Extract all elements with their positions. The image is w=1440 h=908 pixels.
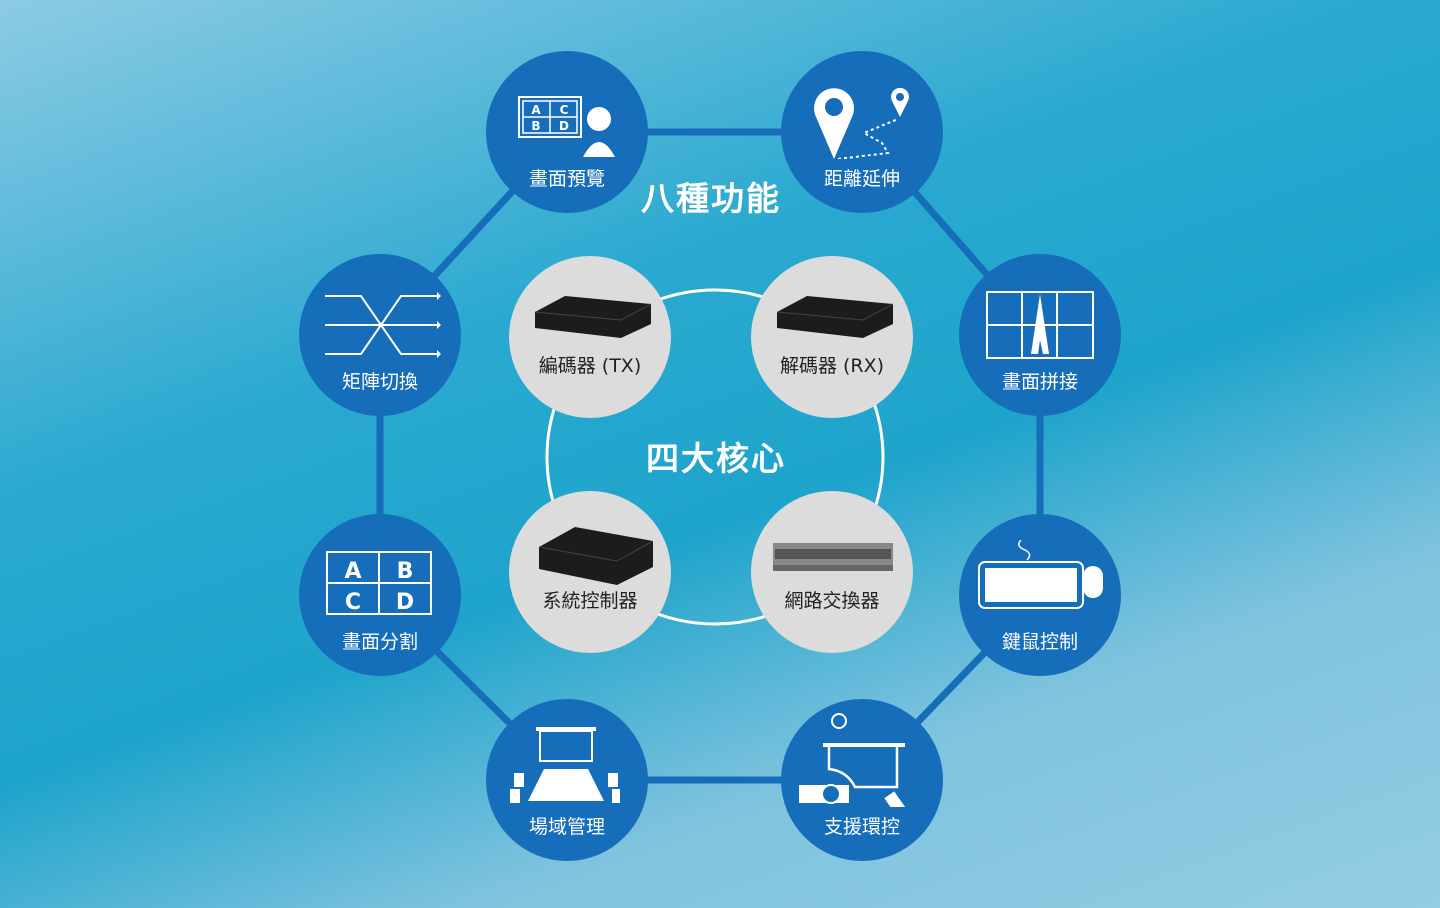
- feature-label: 畫面預覽: [528, 168, 605, 190]
- feature-label: 支援環控: [823, 816, 900, 838]
- core-ring: [545, 288, 885, 626]
- core-encoder: 編碼器 (TX): [509, 256, 671, 418]
- core-label: 系統控制器: [542, 590, 638, 612]
- svg-text:C: C: [345, 590, 361, 615]
- projector-control-icon: [799, 713, 907, 807]
- feature-label: 距離延伸: [823, 168, 900, 190]
- svg-text:B: B: [397, 559, 414, 584]
- svg-text:D: D: [396, 590, 414, 615]
- svg-text:B: B: [531, 119, 540, 133]
- feature-kvm: 鍵鼠控制: [959, 514, 1121, 676]
- feature-venue-management: 場域管理: [486, 699, 648, 861]
- decoder-device-icon: [776, 296, 894, 338]
- core-label: 網路交換器: [784, 590, 880, 612]
- core-label: 編碼器 (TX): [538, 355, 642, 377]
- feature-split-screen: A B C D 畫面分割: [299, 514, 461, 676]
- video-wall-icon: [986, 291, 1094, 359]
- feature-matrix-switch: 矩陣切換: [299, 254, 461, 416]
- location-pin-icon: [814, 87, 909, 159]
- feature-video-wall: 畫面拼接: [959, 254, 1121, 416]
- core-controller: 系統控制器: [509, 491, 671, 653]
- encoder-device-icon: [534, 296, 652, 338]
- keyboard-mouse-icon: [978, 540, 1084, 609]
- controller-device-icon: [538, 527, 654, 585]
- meeting-room-icon: [510, 727, 620, 803]
- feature-environment-control: 支援環控: [781, 699, 943, 861]
- split-screen-icon: A B C D: [326, 551, 432, 615]
- network-switch-icon: [773, 543, 893, 571]
- feature-label: 畫面拼接: [1001, 371, 1078, 393]
- core-network-switch: 網路交換器: [751, 491, 913, 653]
- feature-preview: A C B D 畫面預覽: [486, 51, 648, 213]
- core-decoder: 解碼器 (RX): [751, 256, 913, 418]
- svg-text:A: A: [531, 103, 541, 117]
- feature-label: 鍵鼠控制: [1001, 631, 1078, 653]
- mouse-icon: [1083, 566, 1103, 598]
- svg-text:D: D: [559, 119, 569, 133]
- svg-text:C: C: [560, 103, 569, 117]
- feature-extension: 距離延伸: [781, 51, 943, 213]
- outer-title: 八種功能: [641, 179, 781, 218]
- feature-label: 畫面分割: [341, 631, 418, 653]
- core-label: 解碼器 (RX): [779, 355, 885, 377]
- feature-label: 場域管理: [528, 816, 605, 838]
- inner-title: 四大核心: [646, 439, 786, 478]
- svg-text:A: A: [344, 559, 361, 584]
- feature-label: 矩陣切換: [341, 371, 418, 393]
- matrix-switch-icon: [325, 292, 441, 358]
- preview-icon: A C B D: [518, 96, 615, 157]
